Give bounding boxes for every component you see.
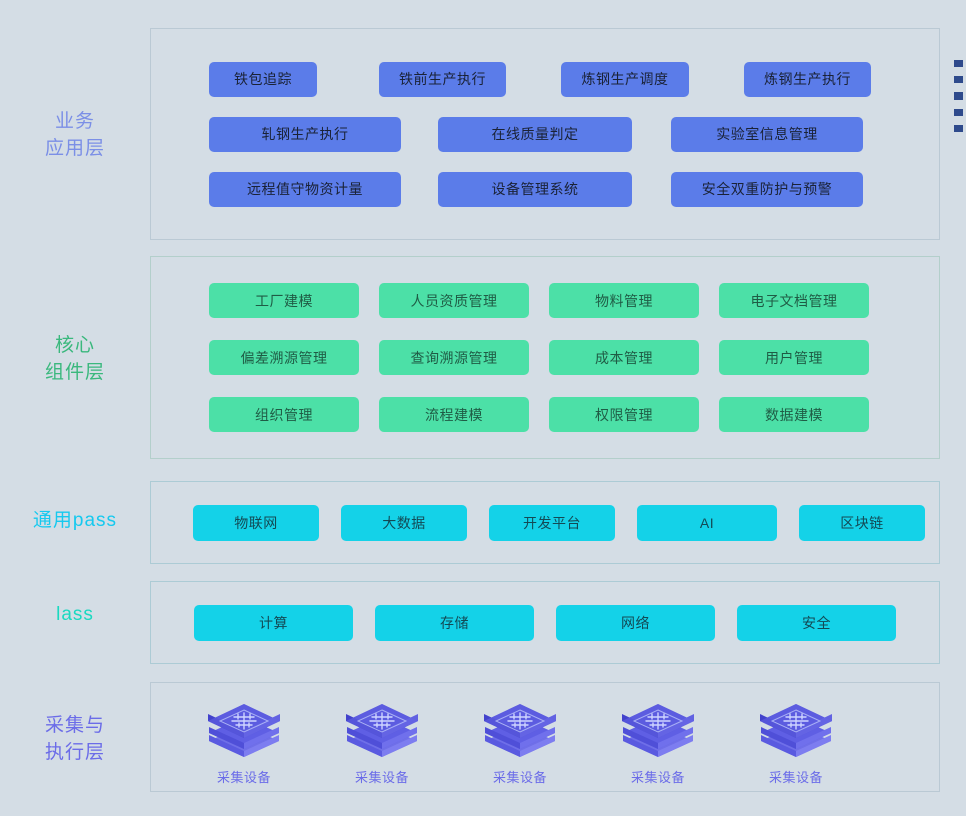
chip-qukuailian[interactable]: 区块链 xyxy=(799,504,925,541)
chip-row: 工厂建模 人员资质管理 物料管理 电子文档管理 xyxy=(151,283,939,318)
device-item[interactable]: 采集设备 xyxy=(189,701,299,786)
edge-mark xyxy=(954,92,963,100)
chip-shebei-guanli-xitong[interactable]: 设备管理系统 xyxy=(438,171,632,207)
chip-wangluo[interactable]: 网络 xyxy=(556,604,715,641)
chip-tiebao-zhuizong[interactable]: 铁包追踪 xyxy=(209,61,317,97)
chip-kaifa-pingtai[interactable]: 开发平台 xyxy=(489,504,615,541)
chip-dianzi-wendang-guanli[interactable]: 电子文档管理 xyxy=(719,283,869,318)
device-item[interactable]: 采集设备 xyxy=(465,701,575,786)
chip-row: 铁包追踪 铁前生产执行 炼钢生产调度 炼钢生产执行 xyxy=(151,61,939,97)
device-item[interactable]: 采集设备 xyxy=(327,701,437,786)
chip-cunchu[interactable]: 存储 xyxy=(375,604,534,641)
device-label: 采集设备 xyxy=(768,769,823,785)
chip-ai[interactable]: AI xyxy=(637,504,777,541)
chip-gongchang-jianmo[interactable]: 工厂建模 xyxy=(209,283,359,318)
edge-mark xyxy=(954,60,963,67)
layer-label-core: 核心 组件层 xyxy=(44,335,105,383)
chip-chengben-guanli[interactable]: 成本管理 xyxy=(549,340,699,375)
chip-wuliao-guanli[interactable]: 物料管理 xyxy=(549,283,699,318)
chip-row: 组织管理 流程建模 权限管理 数据建模 xyxy=(151,397,939,432)
layer-label-pass: 通用pass xyxy=(32,510,118,531)
layer-label-iaas: lass xyxy=(56,604,94,625)
chip-chaxun-suyuan-guanli[interactable]: 查询溯源管理 xyxy=(379,340,529,375)
edge-mark xyxy=(954,125,963,132)
chip-zhagang-shengchan-zhixing[interactable]: 轧钢生产执行 xyxy=(209,116,401,152)
device-row: 采集设备 xyxy=(151,689,939,786)
device-label: 采集设备 xyxy=(216,769,271,785)
layer-panel-collect: 采集设备 xyxy=(150,682,940,792)
isometric-device-box-icon xyxy=(620,701,696,759)
chip-jisuan[interactable]: 计算 xyxy=(194,604,353,641)
isometric-device-box-icon xyxy=(206,701,282,759)
device-label: 采集设备 xyxy=(354,769,409,785)
isometric-device-box-icon xyxy=(344,701,420,759)
layer-label-business: 业务 应用层 xyxy=(44,111,105,159)
layer-panel-pass: 物联网 大数据 开发平台 AI 区块链 xyxy=(150,481,940,564)
edge-legend-marks xyxy=(952,60,966,141)
chip-quanxian-guanli[interactable]: 权限管理 xyxy=(549,397,699,432)
chip-anquan-shuangzhong-fanghu-yujing[interactable]: 安全双重防护与预警 xyxy=(671,171,863,207)
device-label: 采集设备 xyxy=(492,769,547,785)
isometric-device-box-icon xyxy=(482,701,558,759)
chip-yonghu-guanli[interactable]: 用户管理 xyxy=(719,340,869,375)
chip-anquan[interactable]: 安全 xyxy=(737,604,896,641)
layer-panel-iaas: 计算 存储 网络 安全 xyxy=(150,581,940,664)
chip-renyuan-zizhi-guanli[interactable]: 人员资质管理 xyxy=(379,283,529,318)
chip-wulianwang[interactable]: 物联网 xyxy=(193,504,319,541)
edge-mark xyxy=(954,109,963,116)
chip-dashuju[interactable]: 大数据 xyxy=(341,504,467,541)
edge-mark xyxy=(954,76,963,83)
layer-panel-business: 铁包追踪 铁前生产执行 炼钢生产调度 炼钢生产执行 轧钢生产执行 在线质量判定 … xyxy=(150,28,940,240)
chip-zaixian-zhiliang-panding[interactable]: 在线质量判定 xyxy=(438,116,632,152)
chip-tieqian-shengchan-zhixing[interactable]: 铁前生产执行 xyxy=(379,61,506,97)
device-item[interactable]: 采集设备 xyxy=(741,701,851,786)
chip-yuancheng-zhishou-wuzi-jiliang[interactable]: 远程值守物资计量 xyxy=(209,171,401,207)
chip-liangang-shengchan-diaodu[interactable]: 炼钢生产调度 xyxy=(561,61,689,97)
chip-row: 远程值守物资计量 设备管理系统 安全双重防护与预警 xyxy=(151,171,939,207)
layer-panel-core: 工厂建模 人员资质管理 物料管理 电子文档管理 偏差溯源管理 查询溯源管理 成本… xyxy=(150,256,940,459)
chip-row: 偏差溯源管理 查询溯源管理 成本管理 用户管理 xyxy=(151,340,939,375)
chip-piancha-suyuan-guanli[interactable]: 偏差溯源管理 xyxy=(209,340,359,375)
chip-row: 计算 存储 网络 安全 xyxy=(151,604,939,641)
layer-label-collect: 采集与 执行层 xyxy=(44,715,105,763)
chip-shuju-jianmo[interactable]: 数据建模 xyxy=(719,397,869,432)
device-item[interactable]: 采集设备 xyxy=(603,701,713,786)
chip-shiyanshi-xinxi-guanli[interactable]: 实验室信息管理 xyxy=(671,116,863,152)
isometric-device-box-icon xyxy=(758,701,834,759)
device-label: 采集设备 xyxy=(630,769,685,785)
chip-row: 物联网 大数据 开发平台 AI 区块链 xyxy=(151,504,939,541)
chip-zuzhi-guanli[interactable]: 组织管理 xyxy=(209,397,359,432)
chip-liangang-shengchan-zhixing[interactable]: 炼钢生产执行 xyxy=(744,61,871,97)
chip-row: 轧钢生产执行 在线质量判定 实验室信息管理 xyxy=(151,116,939,152)
chip-liucheng-jianmo[interactable]: 流程建模 xyxy=(379,397,529,432)
